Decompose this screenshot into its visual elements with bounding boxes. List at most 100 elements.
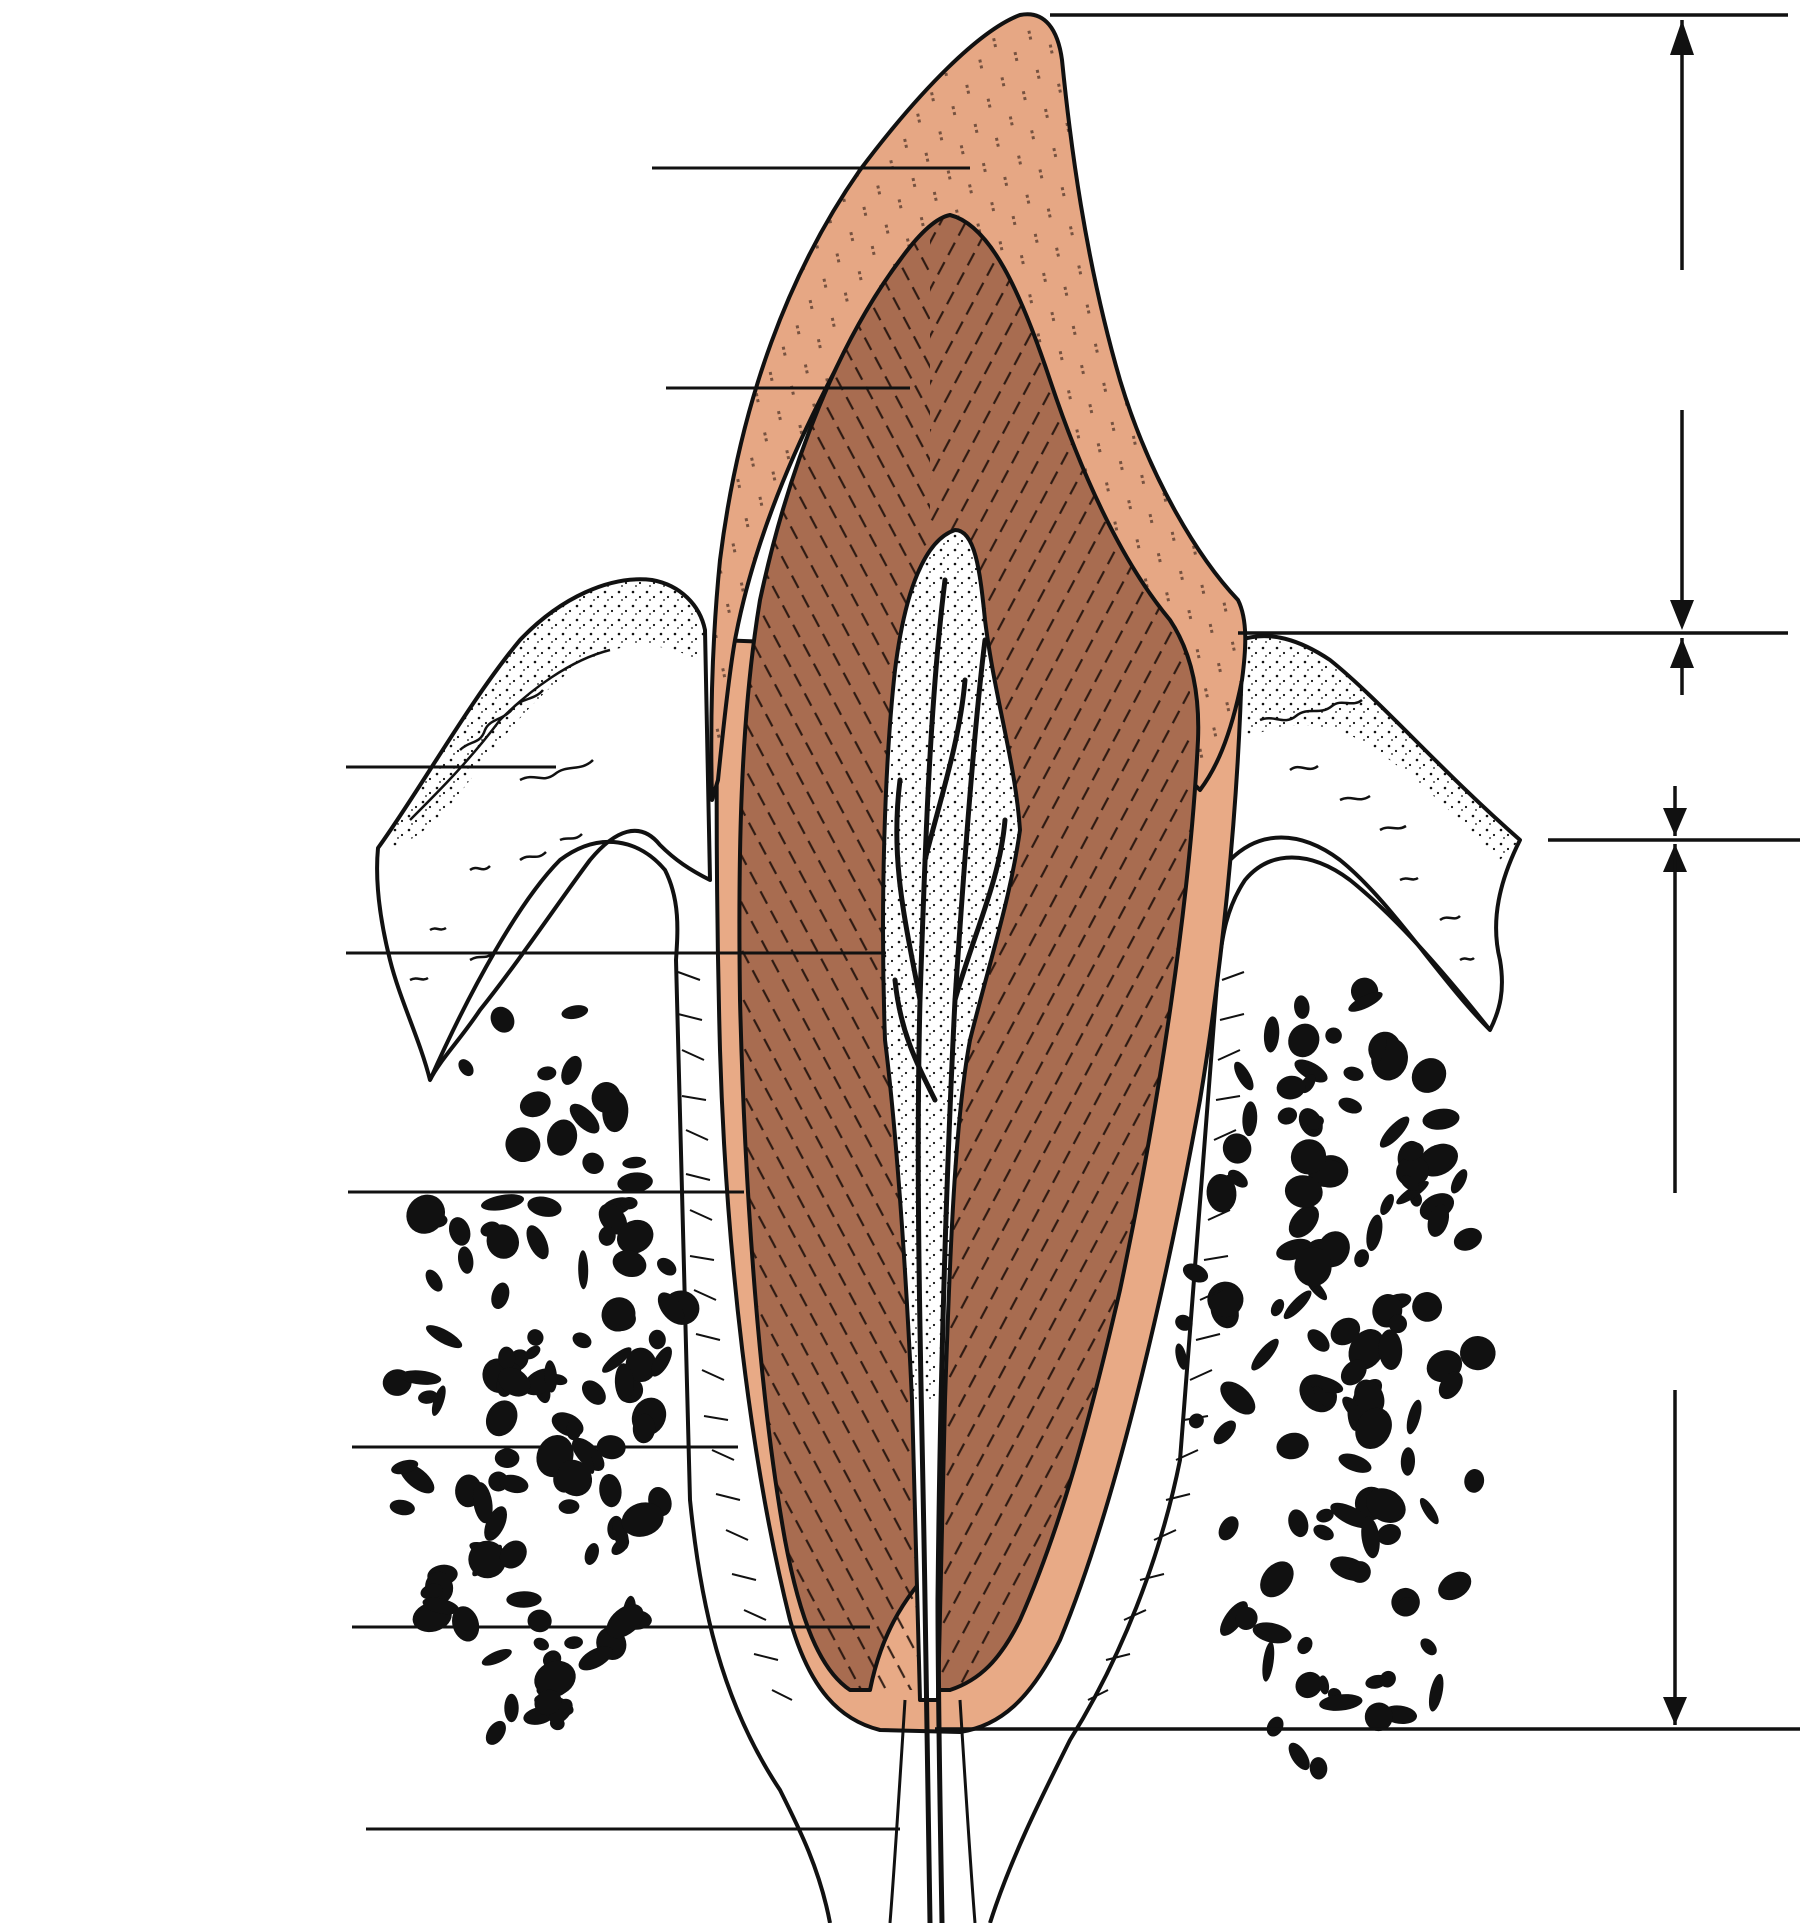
bone-blob bbox=[1438, 1571, 1472, 1601]
bone-blob bbox=[494, 1448, 520, 1469]
bone-blob bbox=[578, 1250, 589, 1290]
bone-blob bbox=[1316, 1508, 1334, 1523]
bone-blob bbox=[1207, 1281, 1244, 1318]
bone-blob bbox=[1343, 1066, 1364, 1081]
bone-blob bbox=[457, 1246, 474, 1274]
crown-span-marker bbox=[1050, 13, 1788, 695]
bone-blob bbox=[458, 1059, 474, 1077]
bone-blob bbox=[1379, 1670, 1396, 1688]
nerve-root bbox=[888, 1699, 977, 1923]
bone-blob bbox=[1406, 1399, 1422, 1435]
root-span-marker bbox=[935, 786, 1800, 1731]
bone-blob bbox=[400, 1370, 442, 1385]
bone-blob bbox=[526, 1225, 549, 1260]
bone-blob bbox=[1260, 1561, 1294, 1598]
bone-blob bbox=[617, 1172, 653, 1193]
bone-blob bbox=[1330, 1317, 1361, 1346]
bone-blob bbox=[1450, 1169, 1468, 1194]
bone-blob bbox=[1338, 1097, 1362, 1114]
bone-blob bbox=[547, 1119, 578, 1156]
bone-blob bbox=[1355, 1407, 1392, 1450]
bone-blob bbox=[1206, 1173, 1237, 1213]
bone-blob bbox=[534, 1660, 576, 1697]
bone-blob bbox=[1284, 1175, 1323, 1209]
bone-blob bbox=[599, 1473, 622, 1508]
bone-blob bbox=[564, 1636, 583, 1649]
bone-blob bbox=[1234, 1061, 1254, 1091]
bone-blob bbox=[537, 1066, 557, 1081]
bone-blob bbox=[1277, 1107, 1298, 1125]
bone-blob bbox=[1288, 1023, 1320, 1058]
bone-blob bbox=[1262, 1641, 1275, 1682]
bone-blob bbox=[1175, 1343, 1188, 1370]
bone-blob bbox=[1276, 1075, 1306, 1100]
bone-blob bbox=[1379, 1116, 1410, 1148]
bone-blob bbox=[561, 1005, 589, 1020]
bone-blob bbox=[1349, 1561, 1371, 1583]
bone-blob bbox=[472, 1482, 493, 1524]
bone-blob bbox=[569, 1103, 600, 1134]
bone-blob bbox=[425, 1325, 463, 1349]
bone-blob bbox=[1419, 1497, 1439, 1525]
bone-blob bbox=[572, 1332, 592, 1349]
bone-blob bbox=[1330, 1502, 1371, 1529]
bone-blob bbox=[505, 1127, 541, 1163]
bone-blob bbox=[406, 1194, 446, 1234]
bone-blob bbox=[1428, 1673, 1444, 1712]
bone-blob bbox=[1276, 1432, 1309, 1460]
bone-blob bbox=[1182, 1263, 1209, 1283]
bone-blob bbox=[1371, 1035, 1387, 1067]
bone-blob bbox=[561, 1055, 582, 1085]
bone-blob bbox=[484, 1506, 507, 1541]
bone-blob bbox=[544, 1360, 558, 1393]
bone-blob bbox=[1361, 1516, 1380, 1559]
bone-blob bbox=[1220, 1381, 1256, 1415]
bone-blob bbox=[1396, 1181, 1429, 1205]
bone-blob bbox=[1307, 1115, 1324, 1130]
bone-blob bbox=[620, 1196, 638, 1210]
bone-blob bbox=[1288, 1742, 1310, 1771]
bone-blob bbox=[657, 1257, 677, 1276]
bone-blob bbox=[448, 1217, 471, 1246]
bone-blob bbox=[1218, 1516, 1239, 1541]
bone-blob bbox=[480, 1194, 525, 1211]
bone-blob bbox=[591, 1082, 621, 1113]
bone-blob bbox=[1364, 1702, 1393, 1732]
bone-blob bbox=[601, 1297, 636, 1332]
bone-blob bbox=[1422, 1108, 1460, 1130]
bone-blob bbox=[1464, 1469, 1485, 1493]
periodontal-ligament bbox=[677, 971, 1245, 1701]
bone-blob bbox=[584, 1543, 599, 1565]
bone-blob bbox=[1412, 1292, 1443, 1322]
bone-blob bbox=[485, 1720, 506, 1745]
bone-blob bbox=[621, 1502, 664, 1537]
bone-blob bbox=[1288, 1205, 1319, 1238]
cancellous-bone-pattern bbox=[382, 977, 1496, 1780]
bone-blob bbox=[616, 1219, 654, 1254]
bone-blob bbox=[389, 1499, 415, 1516]
bone-blob bbox=[1266, 1716, 1284, 1737]
bone-blob bbox=[527, 1609, 552, 1633]
bone-blob bbox=[1348, 1329, 1385, 1370]
bone-blob bbox=[566, 1418, 582, 1441]
bone-blob bbox=[1338, 1453, 1372, 1473]
bone-blob bbox=[1388, 1314, 1408, 1334]
bone-blob bbox=[1222, 1133, 1252, 1164]
bone-blob bbox=[576, 1440, 595, 1474]
bone-blob bbox=[1453, 1227, 1482, 1251]
bone-blob bbox=[1366, 1488, 1406, 1523]
bone-blob bbox=[1175, 1314, 1193, 1331]
bone-blob bbox=[622, 1156, 647, 1169]
bone-blob bbox=[1283, 1290, 1312, 1320]
bone-blob bbox=[625, 1347, 657, 1382]
bone-blob bbox=[1294, 1247, 1332, 1287]
bone-blob bbox=[490, 1006, 515, 1033]
bone-blob bbox=[1295, 1671, 1323, 1699]
bone-blob bbox=[1307, 1329, 1330, 1352]
bone-blob bbox=[485, 1400, 518, 1437]
bone-blob bbox=[1354, 1249, 1369, 1268]
bone-blob bbox=[498, 1367, 531, 1397]
bone-blob bbox=[533, 1637, 549, 1651]
bone-blob bbox=[581, 1380, 606, 1405]
